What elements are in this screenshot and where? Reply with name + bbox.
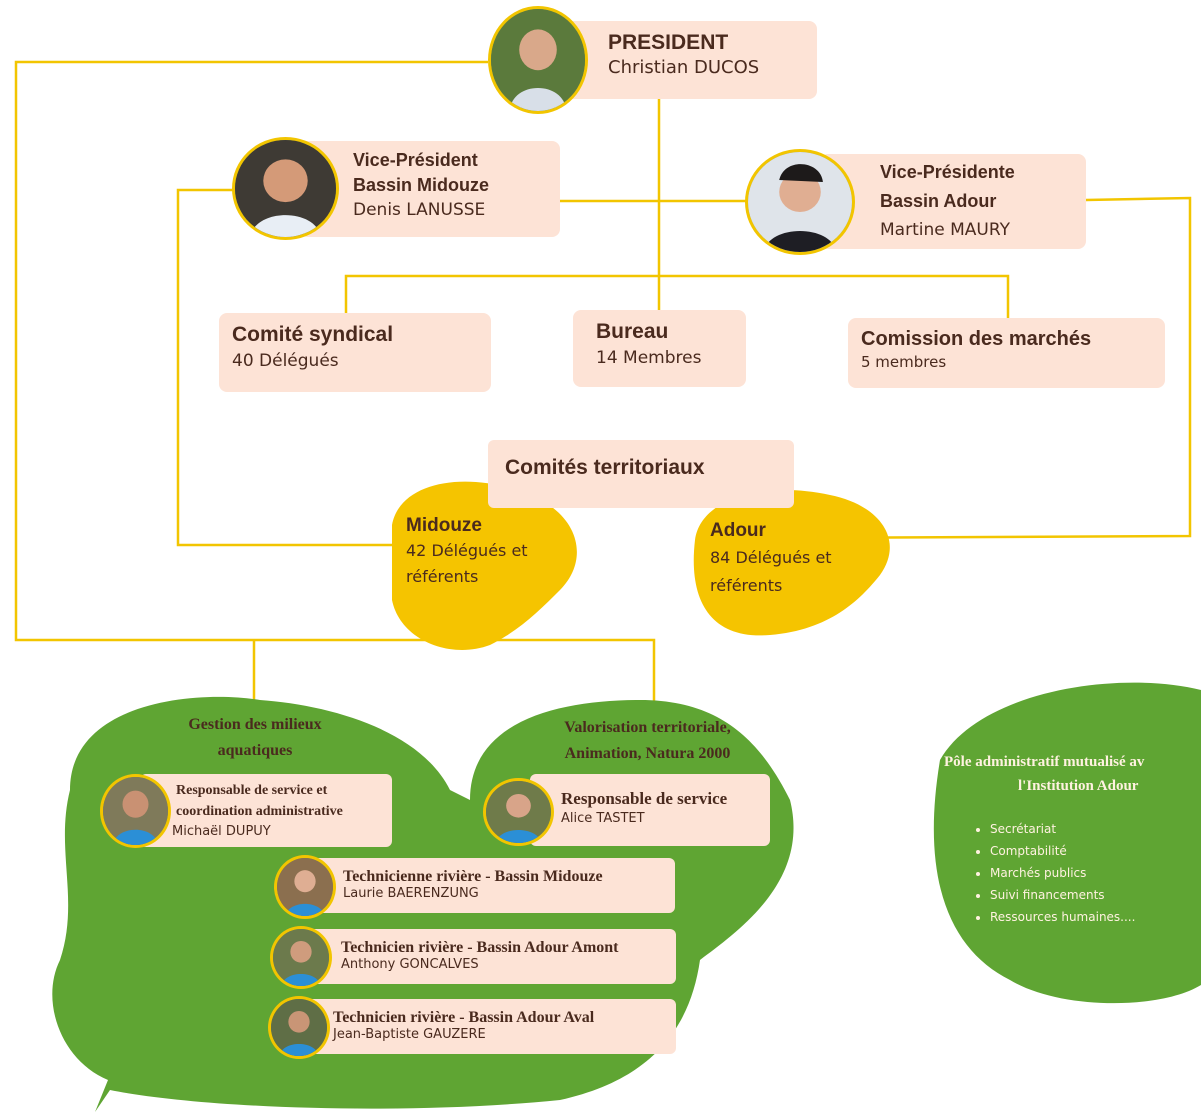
adour-line2: référents xyxy=(710,576,783,595)
vp-midouze-box: Vice-Président Bassin Midouze Denis LANU… xyxy=(300,141,560,237)
pole-item: Marchés publics xyxy=(990,862,1135,884)
vp-midouze-title2: Bassin Midouze xyxy=(353,175,490,195)
pole-list: Secrétariat Comptabilité Marchés publics… xyxy=(972,818,1135,928)
resp-gestion-title2: coordination administrative xyxy=(176,804,343,819)
midouze-blob: Midouze 42 Délégués et référents xyxy=(406,514,528,590)
pole-item: Ressources humaines.... xyxy=(990,906,1135,928)
commission-title: Comission des marchés xyxy=(861,328,1092,350)
resp-valorisation-title: Responsable de service xyxy=(561,789,728,808)
valorisation-title: Valorisation territoriale, Animation, Na… xyxy=(530,715,765,767)
valorisation-title-line2: Animation, Natura 2000 xyxy=(564,745,731,762)
gestion-title-line1: Gestion des milieux xyxy=(188,716,322,733)
resp-valorisation-box: Responsable de service Alice TASTET xyxy=(530,774,770,846)
gestion-title-line2: aquatiques xyxy=(217,742,293,759)
tech-1-photo xyxy=(274,855,336,919)
vp-midouze-photo xyxy=(232,137,339,240)
tech-2-title: Technicien rivière - Bassin Adour Amont xyxy=(341,939,619,956)
resp-valorisation-name: Alice TASTET xyxy=(561,811,645,826)
resp-gestion-name: Michaël DUPUY xyxy=(172,824,271,839)
pole-title-line2: l'Institution Adour xyxy=(1018,778,1139,794)
vp-midouze-name: Denis LANUSSE xyxy=(353,200,486,220)
vp-adour-title2: Bassin Adour xyxy=(880,191,997,211)
resp-gestion-title1: Responsable de service et xyxy=(176,783,328,798)
commission-box: Comission des marchés 5 membres xyxy=(848,318,1165,388)
territoriaux-title: Comités territoriaux xyxy=(505,456,705,479)
tech-2-name: Anthony GONCALVES xyxy=(341,957,479,972)
tech-1-title: Technicienne rivière - Bassin Midouze xyxy=(343,868,603,885)
vp-adour-name: Martine MAURY xyxy=(880,220,1010,240)
pole-title-line1: Pôle administratif mutualisé av xyxy=(944,754,1145,770)
bureau-box: Bureau 14 Membres xyxy=(573,310,746,387)
adour-title: Adour xyxy=(710,520,766,541)
president-box: PRESIDENT Christian DUCOS xyxy=(560,21,817,99)
adour-blob: Adour 84 Délégués et référents xyxy=(710,518,832,600)
midouze-line2: référents xyxy=(406,567,479,586)
vp-adour-title1: Vice-Présidente xyxy=(880,162,1015,182)
vp-adour-photo xyxy=(745,149,855,255)
pole-item: Secrétariat xyxy=(990,818,1135,840)
president-name: Christian DUCOS xyxy=(608,57,760,78)
comite-syndical-title: Comité syndical xyxy=(232,323,394,346)
comite-syndical-box: Comité syndical 40 Délégués xyxy=(219,313,491,392)
resp-valorisation-photo xyxy=(483,778,554,846)
gestion-title: Gestion des milieux aquatiques xyxy=(150,712,360,764)
resp-gestion-photo xyxy=(100,774,171,848)
midouze-line1: 42 Délégués et xyxy=(406,541,528,560)
pole-title: Pôle administratif mutualisé av l'Instit… xyxy=(944,750,1201,798)
resp-gestion-box: Responsable de service et coordination a… xyxy=(140,774,392,847)
commission-sub: 5 membres xyxy=(861,353,947,371)
comite-syndical-sub: 40 Délégués xyxy=(232,351,339,371)
tech-1-name: Laurie BAERENZUNG xyxy=(343,886,479,901)
president-photo xyxy=(488,6,588,114)
tech-3-name: Jean-Baptiste GAUZERE xyxy=(333,1027,486,1042)
bureau-sub: 14 Membres xyxy=(596,348,702,368)
territoriaux-box: Comités territoriaux xyxy=(488,440,794,508)
president-title: PRESIDENT xyxy=(608,31,729,54)
vp-midouze-title1: Vice-Président xyxy=(353,150,478,170)
tech-3-title: Technicien rivière - Bassin Adour Aval xyxy=(333,1009,595,1026)
adour-line1: 84 Délégués et xyxy=(710,548,832,567)
tech-1-box: Technicienne rivière - Bassin Midouze La… xyxy=(310,858,675,913)
pole-item: Comptabilité xyxy=(990,840,1135,862)
tech-3-photo xyxy=(268,996,330,1059)
tech-2-box: Technicien rivière - Bassin Adour Amont … xyxy=(305,929,676,984)
tech-3-box: Technicien rivière - Bassin Adour Aval J… xyxy=(300,999,676,1054)
vp-adour-box: Vice-Présidente Bassin Adour Martine MAU… xyxy=(820,154,1086,249)
tech-2-photo xyxy=(270,926,332,989)
valorisation-title-line1: Valorisation territoriale, xyxy=(564,719,731,736)
bureau-title: Bureau xyxy=(596,320,669,343)
midouze-title: Midouze xyxy=(406,515,482,536)
pole-item: Suivi financements xyxy=(990,884,1135,906)
